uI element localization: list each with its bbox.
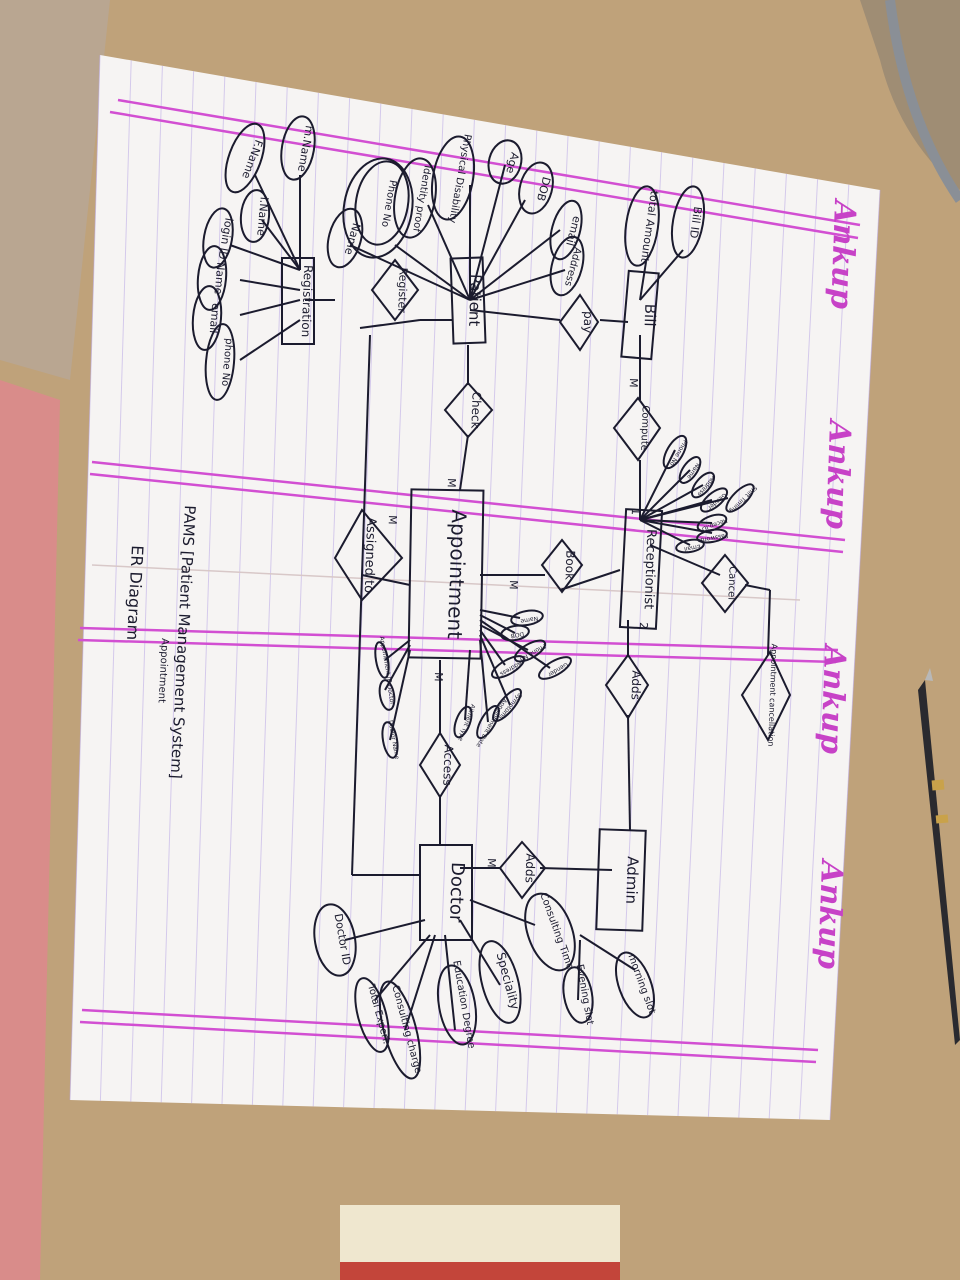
entity-admin: Admin bbox=[622, 856, 642, 904]
relationship-labels: pay Compute Check Book Cancel Appointmen… bbox=[361, 267, 779, 883]
rel-register bbox=[370, 258, 420, 322]
entity-box-admin bbox=[595, 828, 647, 932]
rel-pay bbox=[558, 293, 600, 352]
attr-patient-dob: DOB bbox=[534, 175, 553, 202]
card-doctor-adds: M bbox=[485, 858, 498, 868]
entity-appointment: Appointment bbox=[443, 509, 472, 640]
entity-box-patient bbox=[449, 256, 487, 345]
ruled-line bbox=[69, 54, 101, 1101]
entity-bill: Bill bbox=[641, 303, 660, 326]
card-recep-book: 2 bbox=[637, 622, 650, 629]
ruled-line bbox=[829, 189, 881, 1121]
rel-adds-recep bbox=[604, 653, 650, 720]
attr-recep-password: Password bbox=[700, 532, 729, 544]
card-bill-compute: M bbox=[627, 378, 640, 388]
attr-patient-age: Age bbox=[503, 151, 521, 175]
rel-label-check: Check bbox=[468, 391, 483, 428]
rel-label-access: Access bbox=[440, 744, 455, 786]
brand-text-1: Ankup bbox=[823, 197, 862, 310]
entity-receptionist: Receptionist bbox=[641, 529, 659, 610]
rel-label-cancel: Cancel bbox=[725, 566, 737, 600]
brand-text-2: Ankup bbox=[818, 417, 857, 530]
rel-appointment-cancellation bbox=[740, 649, 792, 743]
ruled-line bbox=[555, 141, 600, 1113]
diagram-ink bbox=[191, 115, 792, 1080]
cable bbox=[885, 0, 960, 203]
title-line-3: ER Diagram bbox=[123, 545, 147, 641]
ruled-line bbox=[251, 87, 288, 1105]
entity-box-receptionist bbox=[618, 508, 664, 630]
ruled-line bbox=[586, 146, 631, 1114]
title-line-2: Appointment bbox=[156, 638, 170, 703]
ruled-line bbox=[677, 162, 725, 1117]
rel-label-assigned-to: Assigned to bbox=[361, 517, 379, 593]
ruled-line bbox=[403, 114, 444, 1109]
ruled-line bbox=[707, 168, 756, 1117]
rel-adds-admin bbox=[498, 840, 547, 900]
entity-patient: Patient bbox=[465, 274, 485, 327]
connection-lines bbox=[305, 299, 771, 876]
card-compute-recep: 1 bbox=[629, 508, 642, 515]
card-appt-m3: M bbox=[432, 672, 445, 682]
attr-appt-dob: DOB bbox=[510, 630, 524, 639]
attr-recep-email: Email bbox=[683, 543, 701, 553]
entity-box-bill bbox=[620, 269, 660, 361]
rel-book bbox=[540, 538, 584, 594]
attr-bill-id: Bill ID bbox=[687, 206, 704, 239]
entity-box-registration bbox=[281, 257, 315, 345]
brand-text-3: Ankup bbox=[813, 642, 852, 755]
attr-reg-email: email bbox=[207, 303, 223, 334]
rel-label-book: Book bbox=[562, 550, 577, 580]
rel-check bbox=[443, 381, 494, 439]
card-assign-m: M bbox=[386, 515, 399, 525]
ruled-line bbox=[130, 65, 163, 1102]
paper-sheet bbox=[70, 55, 880, 1120]
attr-reg-phone: phone No bbox=[219, 338, 234, 387]
rel-compute bbox=[612, 396, 662, 462]
pink-cloth bbox=[0, 380, 60, 1280]
brand-text-4: Ankup bbox=[810, 857, 849, 970]
rel-label-pay: pay bbox=[581, 311, 596, 334]
entity-doctor: Doctor bbox=[445, 862, 468, 924]
attr-reg-lname: l.Name bbox=[254, 196, 270, 236]
rel-label-compute: Compute bbox=[638, 405, 651, 451]
desk-shadow bbox=[0, 0, 110, 380]
ruled-line bbox=[99, 60, 132, 1101]
entity-box-doctor bbox=[419, 844, 473, 941]
card-appt-m1: M bbox=[445, 478, 458, 488]
rel-label-appointment-cancellation: Appointment cancellation bbox=[766, 644, 779, 747]
attribute-ovals bbox=[191, 115, 755, 1080]
entity-labels: Bill Patient Registration Receptionist A… bbox=[299, 265, 660, 924]
ruled-line bbox=[799, 184, 850, 1120]
ruled-line bbox=[343, 103, 382, 1108]
brand-marks: Ankup Ankup Ankup Ankup bbox=[810, 197, 862, 970]
attr-appt-name: Name bbox=[520, 614, 539, 624]
rel-label-adds-admin: Adds bbox=[522, 853, 537, 883]
ruled-line bbox=[616, 152, 663, 1115]
rel-cancel bbox=[700, 553, 750, 614]
ruled-line bbox=[738, 173, 787, 1118]
ruled-line bbox=[282, 92, 319, 1106]
rel-access bbox=[418, 731, 462, 799]
rel-assigned-to bbox=[333, 508, 404, 602]
entity-registration: Registration bbox=[299, 265, 316, 338]
ruled-line bbox=[160, 71, 195, 1103]
attr-appt-doctor: Doctor bbox=[385, 684, 395, 706]
cardinality-labels: M 1 2 M M M M M bbox=[386, 378, 650, 868]
rel-label-register: Register bbox=[395, 267, 410, 313]
attr-reg-name: Name bbox=[212, 262, 228, 296]
pen bbox=[918, 668, 960, 1045]
rel-label-adds-recep: Adds bbox=[628, 670, 643, 700]
ruled-lines bbox=[69, 54, 881, 1121]
card-appt-m2: M bbox=[507, 580, 520, 590]
ruled-line bbox=[647, 157, 694, 1116]
entity-box-appointment bbox=[407, 488, 485, 660]
booklet-band bbox=[340, 1262, 620, 1280]
ruled-line bbox=[434, 119, 475, 1110]
